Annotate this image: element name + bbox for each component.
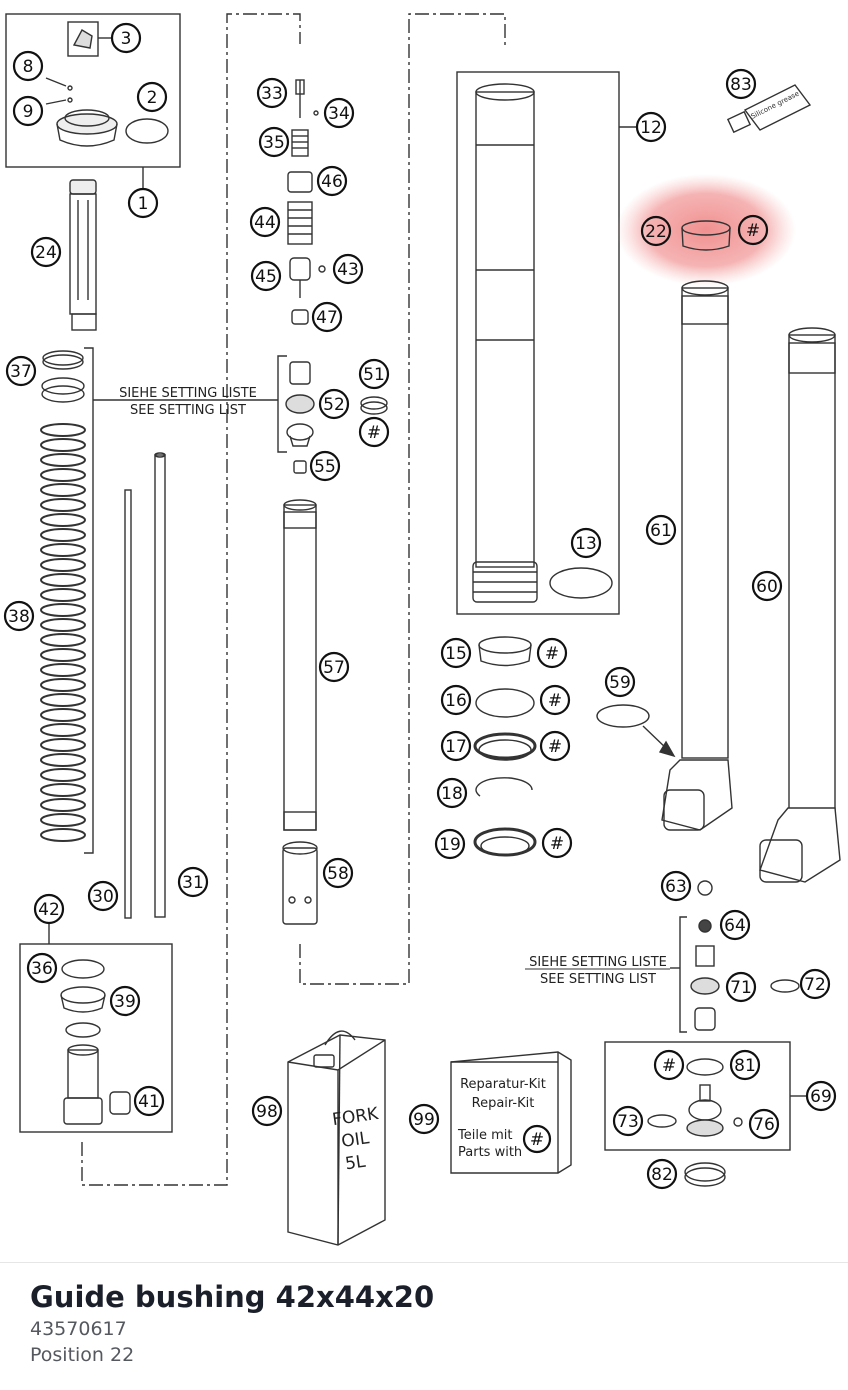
- oil-can-label-2: OIL: [340, 1128, 371, 1152]
- assembly-box-12: [456, 71, 620, 615]
- callout-41: 41: [138, 1092, 160, 1112]
- callout-36: 36: [31, 959, 53, 979]
- callout-22: 22: [645, 222, 667, 242]
- highlight-part-22: [616, 174, 796, 286]
- callout-46: 46: [321, 172, 343, 192]
- callout-19: 19: [439, 835, 461, 855]
- callout-81: 81: [734, 1056, 756, 1076]
- callout-59: 59: [609, 673, 631, 693]
- callouts: 1 2 3 8 9 12 13 15 16 17 18 19 22 24 30 …: [3, 22, 837, 1190]
- callout-64: 64: [724, 916, 746, 936]
- callout-hash-22: #: [746, 221, 760, 241]
- callout-2: 2: [147, 88, 158, 108]
- setting-note-en: SEE SETTING LIST: [130, 403, 246, 418]
- callout-16: 16: [445, 691, 467, 711]
- callout-13: 13: [575, 534, 597, 554]
- callout-12: 12: [640, 118, 662, 138]
- callout-31: 31: [182, 873, 204, 893]
- callout-60: 60: [756, 577, 778, 597]
- part-number: 43570617: [30, 1318, 127, 1340]
- callout-71: 71: [730, 978, 752, 998]
- setting-note-de: SIEHE SETTING LISTE: [119, 386, 257, 401]
- part-position: Position 22: [30, 1344, 135, 1366]
- setting-note-de-lower: SIEHE SETTING LISTE: [529, 955, 667, 970]
- exploded-parts-diagram: 1 2 3 8 9 12 13 15 16 17 18 19 22 24 30 …: [3, 13, 841, 1246]
- callout-hash-81: #: [662, 1056, 676, 1076]
- callout-43: 43: [337, 260, 359, 280]
- callout-hash-19: #: [550, 834, 564, 854]
- kit-box-label-4: Parts with: [458, 1145, 522, 1160]
- callout-hash-52: #: [367, 423, 381, 443]
- callout-hash-15: #: [545, 644, 559, 664]
- callout-35: 35: [263, 133, 285, 153]
- callout-34: 34: [328, 104, 350, 124]
- callout-37: 37: [10, 362, 32, 382]
- oil-can-label-3: 5L: [344, 1152, 367, 1175]
- callout-44: 44: [254, 213, 276, 233]
- callout-38: 38: [8, 607, 30, 627]
- callout-69: 69: [810, 1087, 832, 1107]
- callout-17: 17: [445, 737, 467, 757]
- callout-hash-17: #: [548, 737, 562, 757]
- callout-82: 82: [651, 1165, 673, 1185]
- part-caption: Guide bushing 42x44x20 43570617 Position…: [30, 1278, 434, 1368]
- callout-98: 98: [256, 1102, 278, 1122]
- callout-45: 45: [255, 267, 277, 287]
- callout-33: 33: [261, 84, 283, 104]
- caption-divider: [0, 1262, 848, 1263]
- callout-51: 51: [363, 365, 385, 385]
- callout-8: 8: [23, 57, 34, 77]
- callout-39: 39: [114, 992, 136, 1012]
- assembly-box-42: [19, 943, 173, 1133]
- kit-box-label-2: Repair-Kit: [472, 1096, 535, 1111]
- callout-76: 76: [753, 1115, 775, 1135]
- callout-42: 42: [38, 900, 60, 920]
- callout-18: 18: [441, 784, 463, 804]
- callout-72: 72: [804, 975, 826, 995]
- callout-83: 83: [730, 75, 752, 95]
- callout-99: 99: [413, 1110, 435, 1130]
- callout-61: 61: [650, 521, 672, 541]
- callout-52: 52: [323, 395, 345, 415]
- callout-15: 15: [445, 644, 467, 664]
- setting-note-en-lower: SEE SETTING LIST: [540, 972, 656, 987]
- callout-9: 9: [23, 102, 34, 122]
- part-title: Guide bushing 42x44x20: [30, 1280, 435, 1314]
- callout-58: 58: [327, 864, 349, 884]
- callout-hash-16: #: [548, 691, 562, 711]
- callout-63: 63: [665, 877, 687, 897]
- kit-box-label-1: Reparatur-Kit: [460, 1077, 546, 1092]
- callout-3: 3: [121, 29, 132, 49]
- fork-spring: [40, 423, 86, 842]
- callout-73: 73: [617, 1112, 639, 1132]
- kit-box-hash: #: [530, 1130, 544, 1150]
- callout-47: 47: [316, 308, 338, 328]
- kit-box-label-3: Teile mit: [457, 1128, 512, 1143]
- callout-30: 30: [92, 887, 114, 907]
- callout-24: 24: [35, 243, 57, 263]
- assembly-box-1: [5, 13, 181, 168]
- callout-55: 55: [314, 457, 336, 477]
- callout-57: 57: [323, 658, 345, 678]
- callout-1: 1: [138, 194, 149, 214]
